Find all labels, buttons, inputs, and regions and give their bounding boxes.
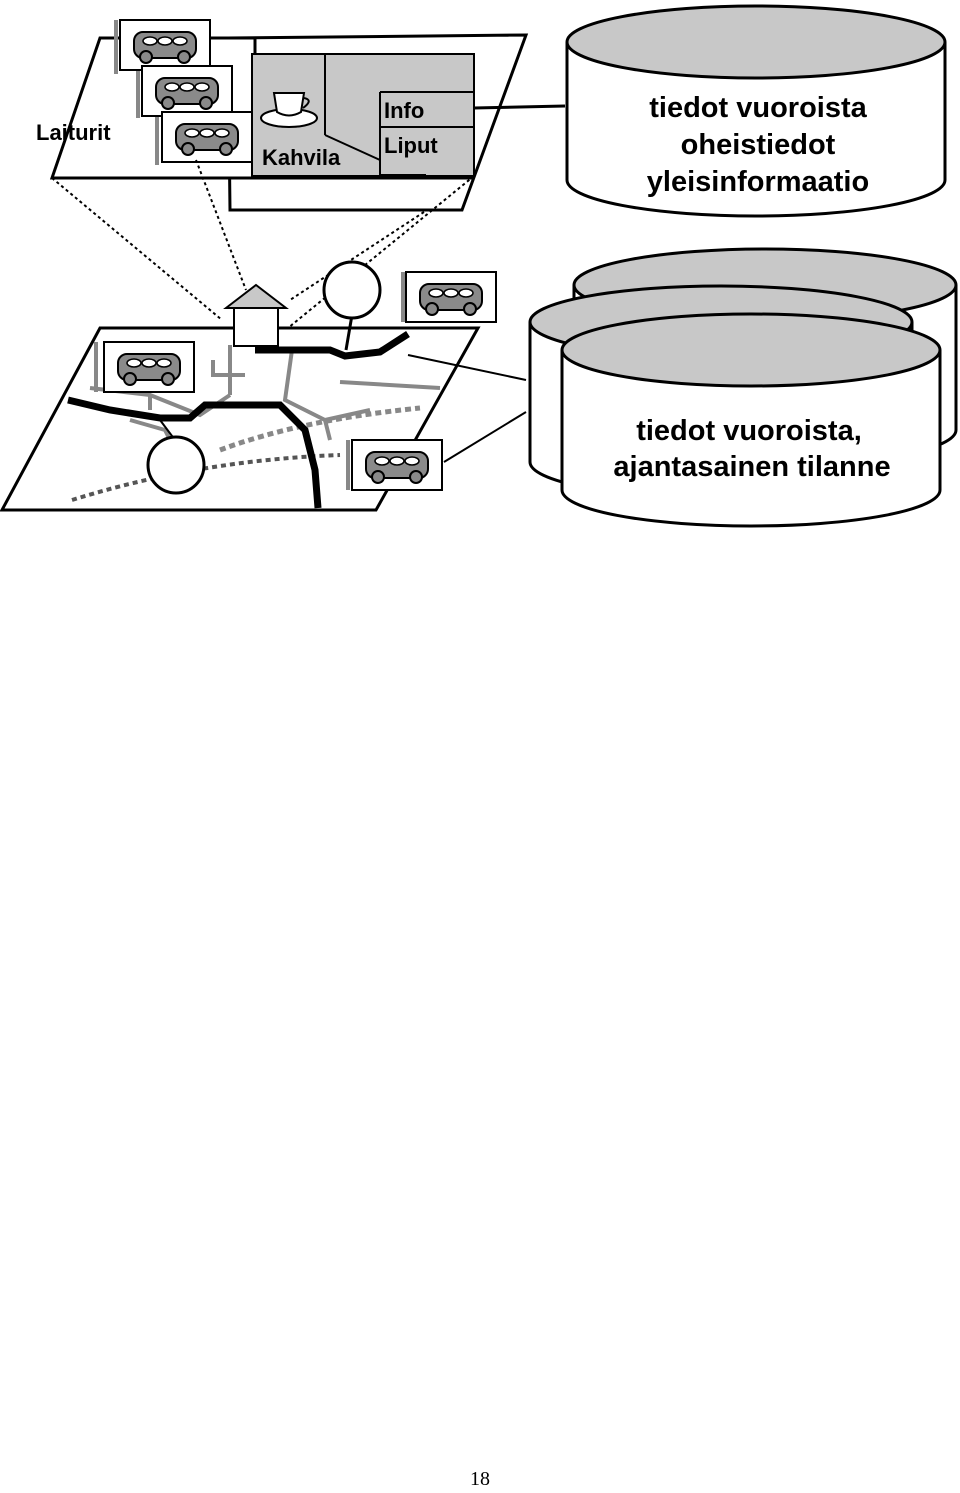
page-number: 18 xyxy=(470,1468,490,1490)
station-building xyxy=(251,53,475,178)
platform-buses xyxy=(114,19,253,165)
bus-icon xyxy=(351,439,443,491)
station-db-line3: yleisinformaatio xyxy=(647,166,869,198)
realtime-db-line2: ajantasainen tilanne xyxy=(613,451,890,483)
bus-icon xyxy=(161,111,253,163)
station-db-line1: tiedot vuoroista xyxy=(649,92,867,124)
bus-icon xyxy=(103,341,195,393)
database-icon xyxy=(565,4,947,80)
map-buses xyxy=(94,271,497,491)
info-label: Info xyxy=(384,98,424,123)
coffee-cup-icon xyxy=(260,92,318,128)
stop-circle-icon xyxy=(146,435,206,495)
bus-icon xyxy=(405,271,497,323)
connector-line xyxy=(473,104,566,110)
cafe-label: Kahvila xyxy=(262,145,341,170)
platforms-label: Laiturit xyxy=(36,120,111,145)
projection-lines xyxy=(51,159,475,329)
connector-line xyxy=(407,354,527,381)
stop-circle-icon xyxy=(322,260,382,320)
house-icon xyxy=(223,283,289,347)
station-database xyxy=(565,4,947,218)
bus-icon xyxy=(141,65,233,117)
tickets-label: Liput xyxy=(384,133,438,158)
realtime-db-line1: tiedot vuoroista, xyxy=(636,415,862,447)
connector-line xyxy=(443,411,527,463)
transit-info-diagram: Laiturit Kahvila Info Liput tiedot vuoro… xyxy=(0,4,958,528)
database-icon xyxy=(560,312,942,388)
station-db-line2: oheistiedot xyxy=(681,129,836,161)
bus-icon xyxy=(119,19,211,71)
realtime-database-stack xyxy=(528,247,958,528)
